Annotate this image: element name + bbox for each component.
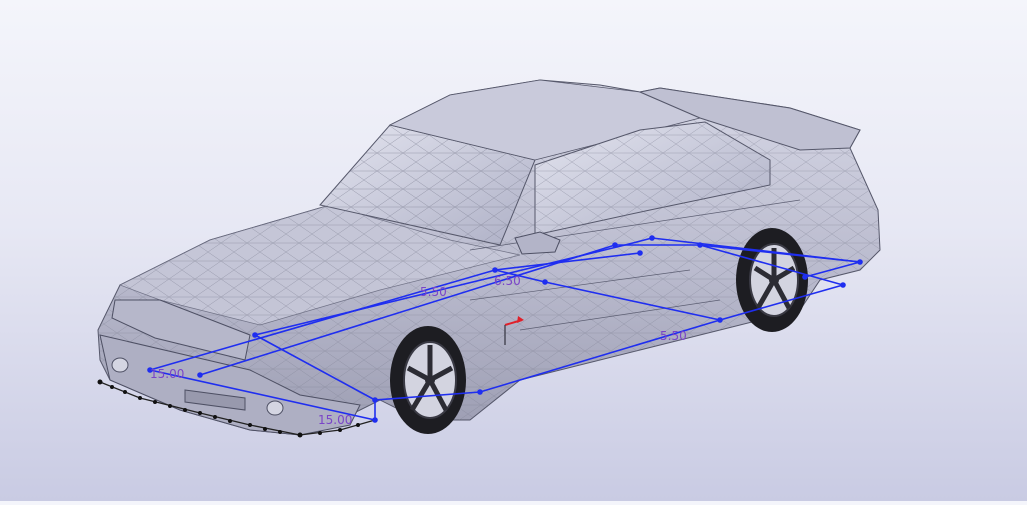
dim-front-bottom[interactable]: 15.00 — [318, 413, 352, 427]
fog-light-left — [111, 357, 129, 373]
dim-top-mid[interactable]: 6.50 — [494, 274, 521, 288]
front-grille — [111, 299, 251, 361]
bumper-intake — [184, 389, 246, 411]
side-mirror — [514, 231, 561, 255]
dim-front-lip[interactable]: 15.00 — [150, 367, 184, 381]
rear-wheel[interactable] — [736, 228, 808, 332]
windshield-mesh — [320, 125, 535, 245]
dimension-labels[interactable]: 5.50 6.50 5.50 15.00 15.00 — [150, 274, 687, 427]
front-wheel[interactable] — [390, 326, 466, 434]
front-bumper — [99, 334, 361, 436]
rear-spoiler — [638, 87, 861, 151]
origin-triad-icon — [504, 316, 524, 345]
side-window-mesh — [535, 122, 770, 235]
dim-right[interactable]: 5.50 — [660, 329, 687, 343]
hood-mesh — [120, 205, 520, 325]
sketch-points[interactable] — [147, 235, 863, 423]
dim-left-long[interactable]: 5.50 — [420, 285, 447, 299]
fog-light-right — [266, 400, 284, 416]
front-lip-spline[interactable] — [97, 379, 378, 438]
